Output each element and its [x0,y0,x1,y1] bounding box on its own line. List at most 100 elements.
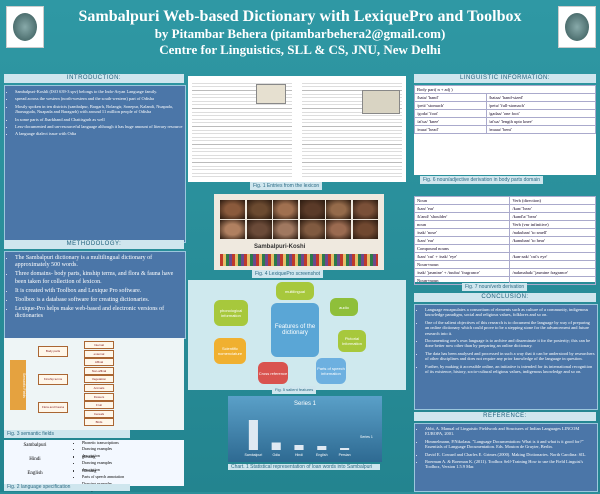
spec-language: Hindi [29,457,41,462]
right-logo [558,6,596,48]
table-cell: /at'ua/ 'knee' [414,117,487,126]
portrait-photo [352,220,378,239]
language-spec-figure: SambalpuriPhonetic transcriptionsDrawing… [4,440,184,492]
conclusion-list: Language encapsulates a consortium of el… [417,307,595,374]
fig4-caption: Fig. 4 LexiquePro screenshot [252,270,324,278]
table-row: /at'ua/ 'knee'/at'ua/ 'length upto knee' [414,117,597,126]
spec-item: Drawing examples [82,460,112,465]
table-cell: /muaa/ 'bent' [485,125,597,134]
semantic-leaf: Animals [84,384,114,392]
table-row: /mua/ 'head'/muaa/ 'bent' [414,125,597,134]
table-row: /peti/ 'stomach'/petu/ 'full-stomach' [414,101,597,110]
body-parts-table: Body part( n + adj ) /hata/ 'hand'/hataa… [414,85,597,134]
introduction-list: Sambalpuri-Koshli (ISO 639-3 spv) belong… [7,89,183,137]
methodology-box: The Sambalpuri dictionary is a multiling… [4,251,186,339]
table-cell: /nakmahak/ 'jasmine fragrance' [509,268,596,277]
spec-item: description [82,467,112,472]
features-center: Features of the dictionary [271,303,319,357]
spec-language: English [27,471,43,476]
portrait-photo [326,200,351,219]
fig5-caption: Fig. 5 salient features [272,386,317,394]
reference-item: David E. Coward and Charles E. Grimes (2… [425,452,595,457]
table-cell [509,260,596,269]
methodology-item: Lexique-Pro helps make web-based and ele… [15,306,183,320]
feature-node: Scientific nomenclature [214,338,246,364]
table-cell: /nak/ 'jasmine' + /tuuba/ 'fragrance' [413,268,511,277]
table-cell: /hataa/ 'hand-sized' [485,93,597,102]
spec-item: Phonetic transcriptions [82,440,119,445]
chart-tick-label: Persian [339,453,351,457]
conclusion-heading: CONCLUSION: [414,293,596,302]
semantic-branch: Flora and Fauna [38,402,68,413]
features-diagram: Features of the dictionary multilingual a… [188,280,406,390]
table-row: /kan/ 'cut' + /nak/ 'eye'/kan-aak/ 'cut'… [413,252,596,261]
introduction-item: In some parts of Jharkhand and Chattisga… [15,117,183,122]
introduction-item: Sambalpuri-Koshli (ISO 639-3 spv) belong… [15,89,183,94]
portrait-photo [246,220,272,239]
fig1-caption: Fig. 1 Entries from the lexicon [250,182,323,190]
spec-item: Glossing [82,468,124,473]
introduction-heading: INTRODUCTION: [4,74,184,83]
table-cell: /at'ua/ 'length upto knee' [485,117,597,126]
table-cell: /gadaa/ 'one foot' [485,109,597,118]
methodology-item: Three domains- body parts, kinship terms… [15,271,183,285]
poster-affiliation: Centre for Linguistics, SLL & CS, JNU, N… [159,42,441,57]
portrait-photo [326,220,351,239]
table-cell [509,244,596,253]
semantic-leaf: Fruit [84,401,114,410]
table-cell: /kan-aak/ 'cut's eye' [509,252,596,261]
feature-node: Pictorial Information [338,330,366,352]
semantic-branch: Body parts [38,346,68,357]
table-cell: noun [413,220,511,229]
introduction-item: spread across the western (north-western… [15,96,183,101]
conclusion-box: Language encapsulates a consortium of el… [414,304,598,410]
methodology-list: The Sambalpuri dictionary is a multiling… [7,255,183,321]
body-parts-table-wrap: Body part( n + adj ) /hata/ 'hand'/hataa… [414,85,597,175]
feature-node: Cross reference [258,362,288,384]
conclusion-item: One of the salient objectives of this re… [425,320,595,336]
table-cell: /nak/ 'nose' [413,228,511,237]
spec-items: glossingDrawing examples description [74,454,112,474]
table-cell: /nakuban/ 'to smell' [509,228,596,237]
semantic-leaf: Birds [84,418,114,427]
portrait-photo [352,200,378,219]
reference-heading: REFERENCE: [414,412,596,421]
body-parts-header: Body part( n + adj ) [414,85,596,94]
table-cell: /kan/ 'ear' [413,204,511,213]
spec-item: glossing [82,454,112,459]
table-row: /kan/ 'ear'/kanuban/ 'to hear' [413,236,596,245]
feature-node: Parts of speech information [316,358,346,384]
spec-item: Parts of speech annotation [82,474,124,479]
spec-item: Drawing examples [82,481,124,486]
reference-box: Abbi, A. Manual of Linguistic Fieldwork … [414,423,598,492]
table-cell: /petu/ 'full-stomach' [485,101,597,110]
spec-item: description [82,453,119,458]
fig3-caption: Fig. 3 semantic fields [4,430,130,438]
chart-bar [294,445,304,450]
lexique-title: Sambalpuri-Koshi [254,244,306,250]
reference-list: Abbi, A. Manual of Linguistic Fieldwork … [417,426,595,470]
reference-item: Abbi, A. Manual of Linguistic Fieldwork … [425,426,595,437]
feature-node: audio [330,298,358,316]
spec-items: Phonetic transcriptionsDrawing examplesd… [74,440,119,460]
chart-bar [340,448,350,450]
portrait-photo [273,200,298,219]
portrait-photo [246,200,272,219]
methodology-item: It is created with Toolbox and Lexique P… [15,288,183,295]
lexiquepro-screenshot: Sambalpuri-Koshi [214,194,384,270]
table-cell: /kanuban/ 'to hear' [509,236,596,245]
feature-node: multilingual [276,282,314,300]
table-row: Noun+noun [413,260,596,269]
portrait-photo [220,200,245,219]
semantic-root: Semantic Fields [10,360,26,410]
table-cell: /k'and/ 'shoulder' [413,212,511,221]
poster-author: by Pitambar Behera (pitambarbehera2@gmai… [154,26,446,41]
poster-title: Sambalpuri Web-based Dictionary with Lex… [78,8,522,25]
table-cell: /kan/ 'hear' [509,204,596,213]
fig7-caption: Fig. 7 noun/verb derivation [462,283,528,291]
chart-tick-label: English [316,453,328,457]
chart-title: Series 1 [294,401,317,407]
chart-bar [317,446,327,450]
